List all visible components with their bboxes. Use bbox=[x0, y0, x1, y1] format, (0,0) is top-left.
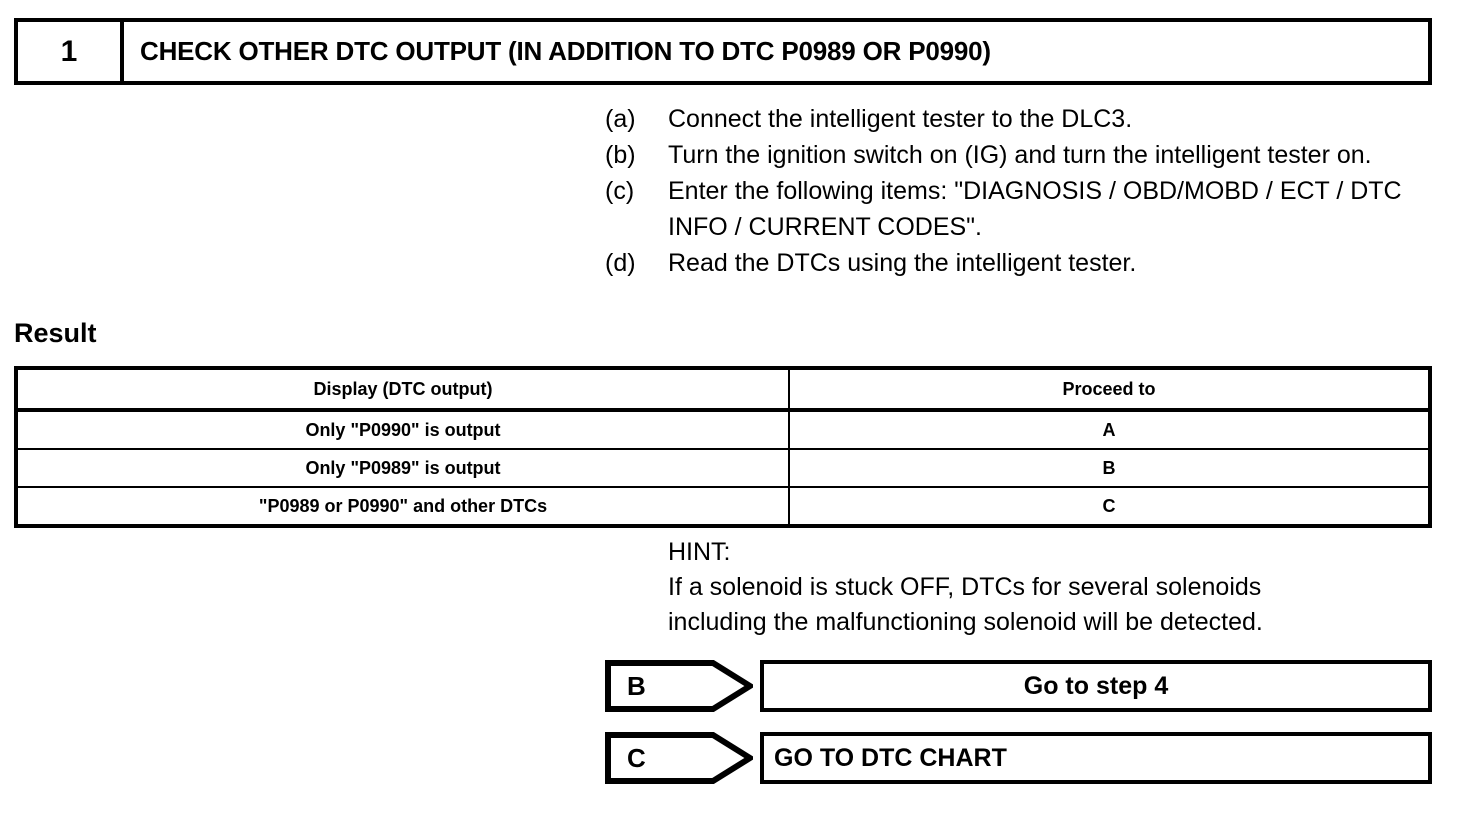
procedure-list: (a) Connect the intelligent tester to th… bbox=[605, 101, 1435, 281]
cell-proceed: C bbox=[788, 486, 1432, 528]
goto-row-b: B Go to step 4 bbox=[605, 660, 1432, 712]
cell-display: "P0989 or P0990" and other DTCs bbox=[14, 486, 790, 528]
hint-block: HINT: If a solenoid is stuck OFF, DTCs f… bbox=[668, 535, 1428, 640]
procedure-label: (d) bbox=[605, 249, 636, 277]
result-tag-b: B bbox=[605, 660, 753, 712]
column-header-proceed: Proceed to bbox=[788, 366, 1432, 412]
procedure-text: Enter the following items: "DIAGNOSIS / … bbox=[668, 177, 1402, 241]
table-row: Only "P0990" is output A bbox=[14, 409, 1432, 450]
result-table: Display (DTC output) Proceed to Only "P0… bbox=[14, 366, 1432, 528]
procedure-label: (c) bbox=[605, 177, 635, 205]
cell-display: Only "P0990" is output bbox=[14, 409, 790, 450]
cell-proceed: B bbox=[788, 448, 1432, 488]
procedure-text: Read the DTCs using the intelligent test… bbox=[668, 249, 1137, 277]
step-header: 1 CHECK OTHER DTC OUTPUT (IN ADDITION TO… bbox=[14, 18, 1432, 85]
hint-line-2: including the malfunctioning solenoid wi… bbox=[668, 608, 1263, 636]
goto-row-c: C GO TO DTC CHART bbox=[605, 732, 1432, 784]
procedure-label: (b) bbox=[605, 141, 636, 169]
procedure-text: Connect the intelligent tester to the DL… bbox=[668, 105, 1133, 133]
table-row: Only "P0989" is output B bbox=[14, 448, 1432, 488]
goto-action-box[interactable]: GO TO DTC CHART bbox=[760, 732, 1432, 784]
result-heading: Result bbox=[14, 318, 97, 348]
cell-proceed: A bbox=[788, 409, 1432, 450]
procedure-text: Turn the ignition switch on (IG) and tur… bbox=[668, 141, 1372, 169]
result-tag-letter: C bbox=[627, 742, 646, 773]
step-title: CHECK OTHER DTC OUTPUT (IN ADDITION TO D… bbox=[140, 36, 991, 66]
arrow-shape-icon bbox=[605, 660, 753, 712]
procedure-item-b: (b) Turn the ignition switch on (IG) and… bbox=[605, 137, 1435, 173]
step-number: 1 bbox=[18, 22, 124, 81]
goto-action-box[interactable]: Go to step 4 bbox=[760, 660, 1432, 712]
hint-title: HINT: bbox=[668, 538, 731, 566]
procedure-label: (a) bbox=[605, 105, 636, 133]
procedure-item-d: (d) Read the DTCs using the intelligent … bbox=[605, 245, 1435, 281]
procedure-item-a: (a) Connect the intelligent tester to th… bbox=[605, 101, 1435, 137]
result-tag-letter: B bbox=[627, 670, 646, 701]
cell-display: Only "P0989" is output bbox=[14, 448, 790, 488]
column-header-display: Display (DTC output) bbox=[14, 366, 790, 412]
table-header-row: Display (DTC output) Proceed to bbox=[14, 366, 1432, 412]
procedure-item-c: (c) Enter the following items: "DIAGNOSI… bbox=[605, 173, 1435, 245]
arrow-shape-icon bbox=[605, 732, 753, 784]
hint-line-1: If a solenoid is stuck OFF, DTCs for sev… bbox=[668, 573, 1262, 601]
result-tag-c: C bbox=[605, 732, 753, 784]
table-row: "P0989 or P0990" and other DTCs C bbox=[14, 486, 1432, 528]
